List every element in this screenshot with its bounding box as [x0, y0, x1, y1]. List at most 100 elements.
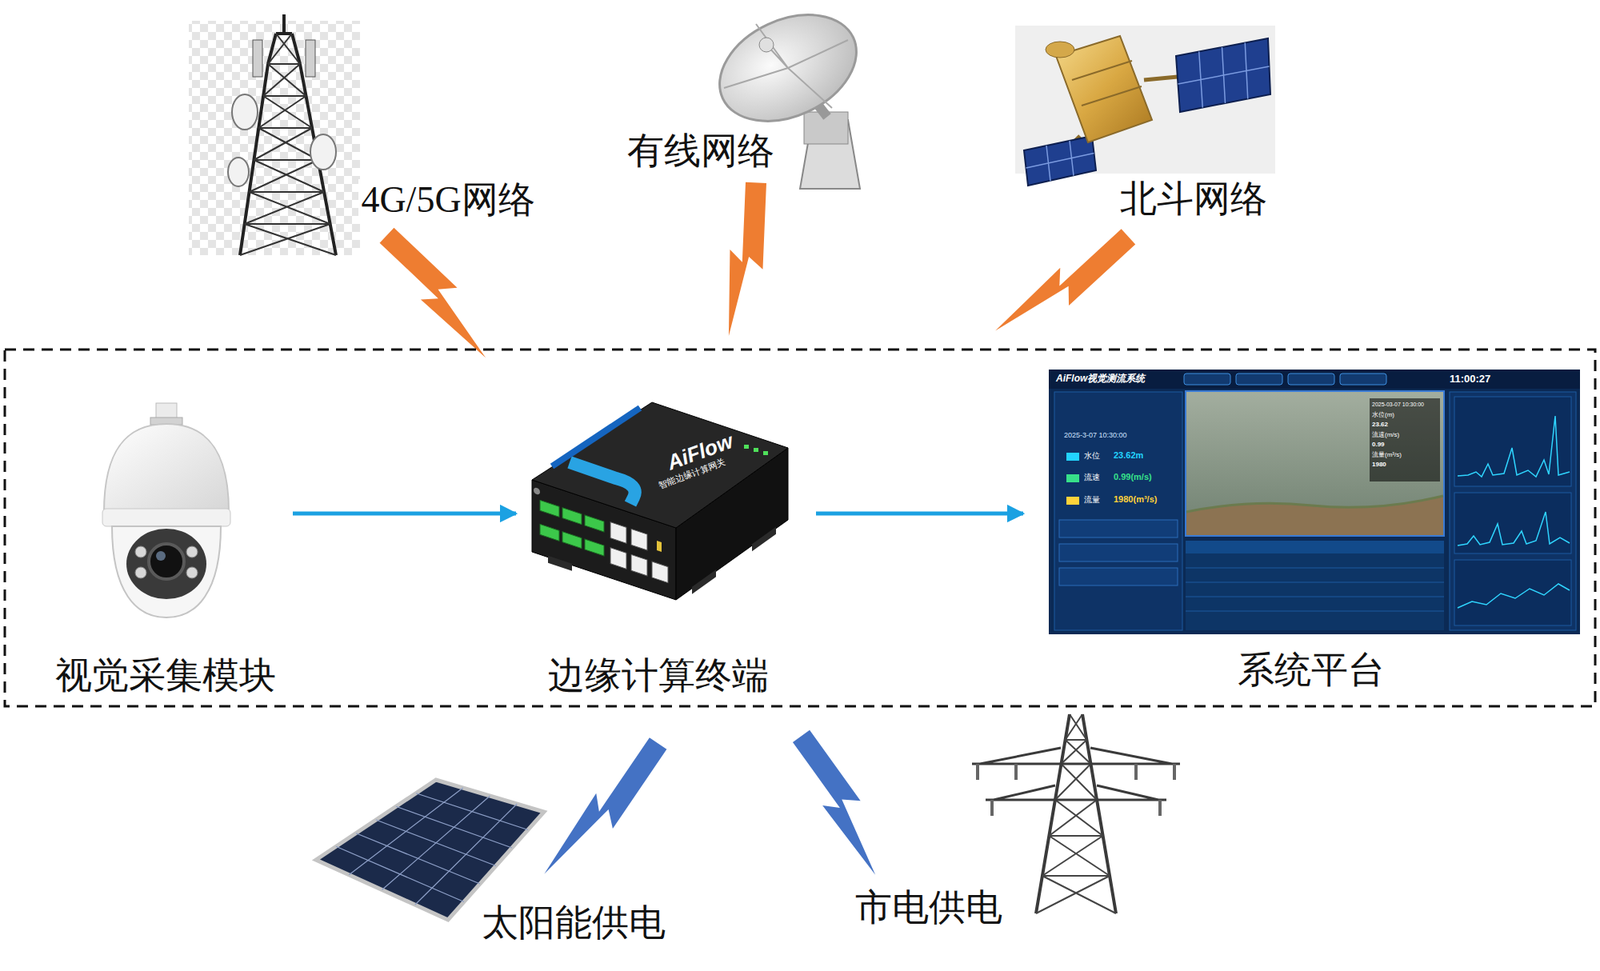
chart-box — [1454, 396, 1572, 487]
power-bolt — [782, 730, 901, 877]
device-top — [532, 402, 788, 528]
node-label: 市电供电 — [852, 887, 1005, 930]
signal-bolt — [993, 220, 1136, 355]
terminal-block — [540, 524, 560, 541]
overlay-panel — [1369, 398, 1440, 482]
node-label: 有线网络 — [624, 130, 777, 173]
node-label: 系统平台 — [1235, 649, 1388, 692]
mounting-ear — [548, 556, 572, 572]
left-panel — [1054, 392, 1183, 631]
component-node: 4G/5G网络 — [185, 17, 541, 259]
chart-box — [1454, 560, 1572, 626]
network-port — [652, 561, 668, 584]
screen-text: 2025-3-07 10:30:00 — [1064, 432, 1128, 440]
video-frame — [1185, 391, 1444, 536]
screen-text: 11:00:27 — [1449, 373, 1491, 385]
table-rows — [1185, 568, 1444, 612]
screen-text: 0.99 — [1372, 441, 1385, 449]
status-led — [656, 540, 662, 552]
right-panel — [1449, 392, 1576, 631]
cell-grid — [336, 788, 528, 905]
ir-led — [186, 546, 198, 558]
screen-text: AiFlow视觉测流系统 — [1056, 373, 1145, 384]
lens-glint — [156, 551, 166, 561]
transparent-backdrop — [188, 20, 360, 256]
chart-line — [1457, 512, 1570, 546]
screen-bg — [1048, 369, 1580, 635]
mounting-ear — [692, 569, 716, 594]
flow-arrow — [816, 512, 1024, 516]
microwave-dish — [310, 134, 336, 170]
wing-grid — [1178, 43, 1270, 108]
signal-bolt — [371, 228, 508, 360]
value-icon — [1066, 496, 1080, 505]
river-bank — [1186, 496, 1444, 536]
chart-line — [1457, 416, 1570, 477]
dish-reflector — [702, 0, 874, 142]
indicator-light — [753, 448, 759, 452]
node-label: 边缘计算终端 — [545, 655, 772, 698]
terminal-block — [584, 539, 604, 556]
component-node: 太阳能供电 — [303, 767, 672, 948]
indicator-light — [763, 451, 768, 456]
camera-face — [126, 528, 207, 600]
screen-tab — [1184, 373, 1231, 385]
ir-led — [135, 546, 147, 558]
screen-text: 23.62 — [1372, 421, 1388, 429]
wing-grid — [1026, 140, 1095, 181]
stat-strip — [1059, 520, 1178, 538]
flow-arrow — [292, 512, 516, 516]
node-label: 太阳能供电 — [479, 902, 668, 945]
component-node: 市电供电 — [849, 711, 1162, 932]
terminal-block — [540, 500, 560, 517]
table-header — [1185, 540, 1444, 554]
dish-ribs — [724, 24, 848, 108]
node-label: 北斗网络 — [1117, 178, 1270, 221]
screen-tab — [1236, 373, 1283, 385]
component-node: 视觉采集模块 — [49, 400, 282, 700]
node-label: 视觉采集模块 — [52, 655, 279, 698]
body-seams — [1072, 60, 1142, 106]
network-port — [631, 554, 648, 576]
camera-lens — [148, 544, 184, 580]
camera-band — [102, 508, 231, 527]
screen-text: 2025-03-07 10:30:00 — [1372, 401, 1424, 408]
screen-text: 流速(m/s) — [1372, 432, 1400, 440]
screen-tab — [1340, 373, 1387, 385]
data-table — [1185, 540, 1444, 631]
tower-bracing — [240, 33, 336, 256]
power-port — [533, 487, 540, 496]
system-boundary — [4, 349, 1596, 707]
value-icon — [1066, 474, 1080, 483]
screen-text: 水位(m) — [1372, 412, 1395, 420]
stat-strip — [1059, 568, 1178, 586]
terminal-block — [584, 515, 604, 532]
signal-bolt — [726, 181, 767, 338]
screen-text: 流量 — [1084, 495, 1100, 504]
pylon-legs — [1036, 714, 1116, 914]
chart-line — [1457, 584, 1570, 608]
antenna-panel — [252, 40, 263, 77]
device-stripe — [552, 408, 640, 467]
power-bolt — [542, 730, 668, 892]
tower-legs — [240, 14, 336, 256]
sub-reflector — [759, 37, 774, 52]
screen-text: 流速 — [1084, 472, 1100, 482]
solar-wing — [1024, 136, 1096, 186]
screen-tab — [1288, 373, 1335, 385]
pylon-bracing — [1036, 714, 1116, 914]
component-node: 边缘计算终端 — [527, 397, 794, 700]
screen-text: 1980 — [1372, 461, 1387, 469]
ir-led — [186, 567, 198, 579]
ir-led — [135, 567, 147, 579]
screen-text: 1980(m³/s) — [1113, 494, 1157, 504]
microwave-dish — [228, 157, 249, 187]
indicator-light — [744, 444, 749, 449]
component-node: 系统平台 — [1045, 366, 1584, 695]
screen-text: 流量(m³/s) — [1372, 452, 1402, 460]
screen-text: 0.99(m/s) — [1113, 472, 1152, 482]
antenna-panel — [305, 40, 316, 77]
